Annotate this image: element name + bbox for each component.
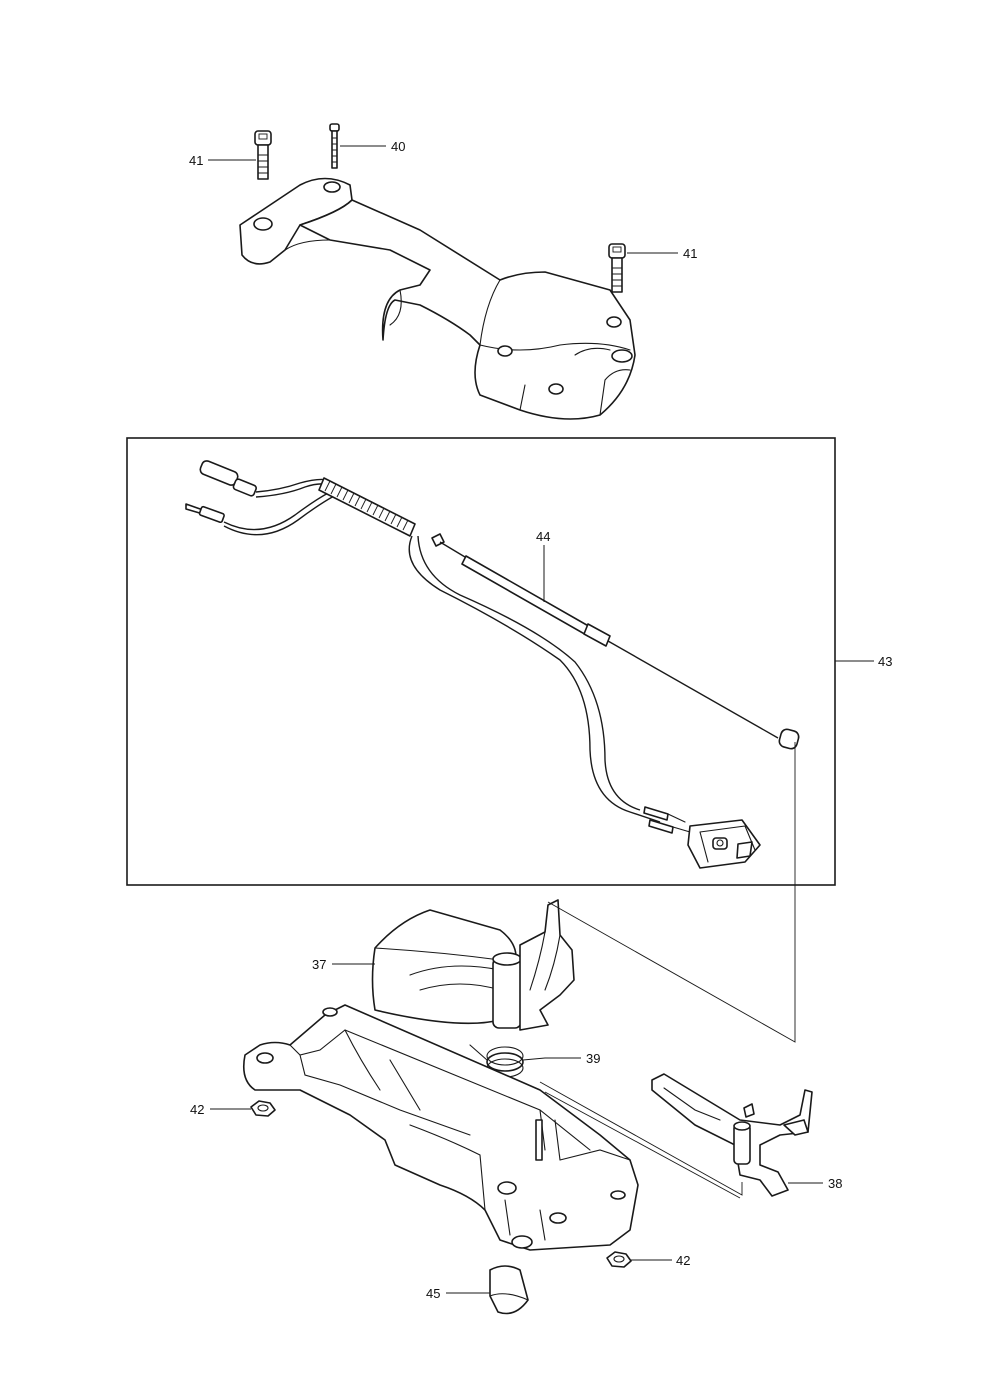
callout-44: 44 bbox=[536, 529, 550, 544]
screw-41-right bbox=[608, 243, 626, 293]
callout-42-left: 42 bbox=[190, 1102, 204, 1117]
callout-43: 43 bbox=[878, 654, 892, 669]
throttle-cable-44 bbox=[431, 533, 800, 750]
callout-39: 39 bbox=[586, 1051, 600, 1066]
screw-41-left bbox=[254, 130, 272, 180]
callout-37: 37 bbox=[312, 957, 326, 972]
callout-labels: 40 41 41 44 43 37 39 42 38 42 45 bbox=[189, 139, 892, 1301]
lever-cover-37 bbox=[371, 899, 575, 1031]
nut-42-left bbox=[250, 1100, 276, 1117]
cap-45 bbox=[489, 1265, 529, 1315]
upper-handle-cover bbox=[239, 177, 636, 420]
lower-handle-base bbox=[242, 1004, 639, 1251]
callout-41-right: 41 bbox=[683, 246, 697, 261]
callout-40: 40 bbox=[391, 139, 405, 154]
screw-40 bbox=[329, 123, 340, 169]
assembly-43-frame bbox=[126, 437, 836, 886]
callout-38: 38 bbox=[828, 1176, 842, 1191]
wire-harness bbox=[185, 460, 761, 869]
callout-45: 45 bbox=[426, 1286, 440, 1301]
callout-41-left: 41 bbox=[189, 153, 203, 168]
lever-38 bbox=[651, 1073, 813, 1197]
nut-42-right bbox=[606, 1251, 632, 1268]
leader-lines bbox=[208, 145, 874, 1294]
callout-42-right: 42 bbox=[676, 1253, 690, 1268]
assembly-guide-lines bbox=[539, 742, 796, 1199]
